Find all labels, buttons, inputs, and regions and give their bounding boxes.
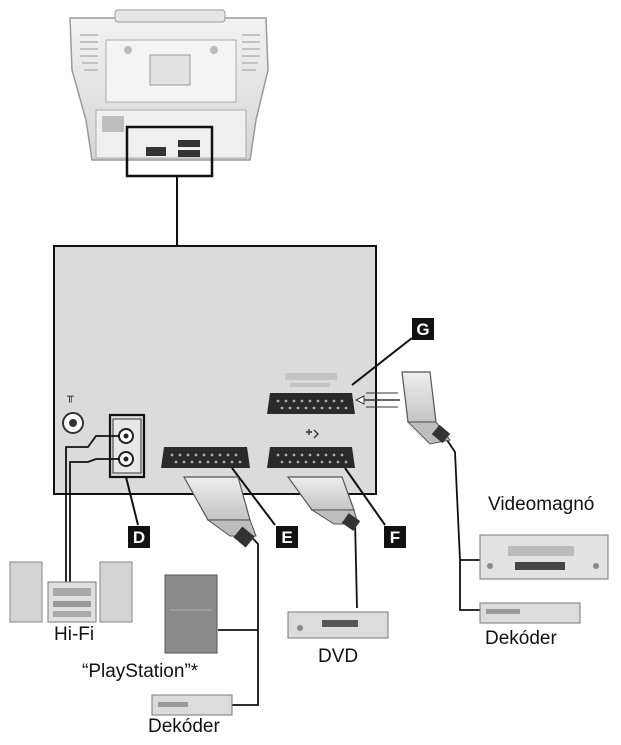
scart-socket-e (161, 447, 250, 468)
label-videomagno: Videomagnó (488, 494, 595, 515)
rear-connection-panel: ╥ (53, 245, 377, 495)
callout-f: F (384, 526, 406, 548)
tv-rear-view (69, 9, 269, 178)
playstation-console (164, 574, 218, 654)
scart-socket-f (267, 429, 355, 468)
svg-text:╥: ╥ (66, 390, 74, 403)
label-hifi: Hi-Fi (54, 624, 95, 645)
label-dekoder-bottom: Dekóder (148, 716, 220, 737)
dvd-player (287, 611, 389, 639)
antenna-socket: ╥ (62, 390, 84, 434)
callout-leaders (125, 337, 413, 526)
scart-plug-f (286, 476, 361, 531)
hifi-device (9, 561, 133, 623)
vcr-device (479, 534, 609, 580)
callout-d: D (128, 526, 150, 548)
label-dekoder-right: Dekóder (485, 628, 557, 649)
label-playstation: “PlayStation”* (82, 661, 199, 682)
callout-g: G (412, 318, 434, 340)
label-dvd: DVD (318, 646, 359, 667)
decoder-bottom-device (151, 694, 233, 716)
audio-output-sockets (108, 413, 146, 479)
callout-e: E (276, 526, 298, 548)
scart-plug-g (354, 371, 451, 445)
scart-socket-g (267, 373, 355, 414)
scart-plug-e (182, 476, 257, 548)
decoder-right-device (479, 602, 581, 624)
